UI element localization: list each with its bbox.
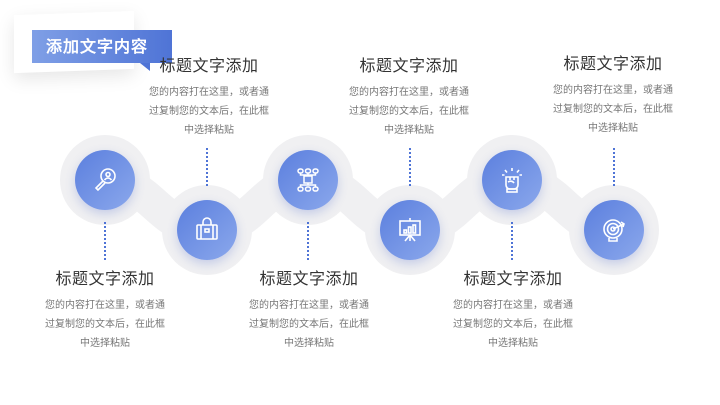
step-text-2: 标题文字添加 您的内容打在这里，或者通 过复制您的文本后，在此框 中选择粘贴: [134, 55, 284, 140]
step-heading[interactable]: 标题文字添加: [563, 54, 663, 73]
step-heading[interactable]: 标题文字添加: [55, 269, 155, 288]
step-heading[interactable]: 标题文字添加: [463, 269, 563, 288]
target-icon: [603, 219, 625, 242]
body-line: 中选择粘贴: [184, 125, 234, 136]
connector-dots: [206, 148, 210, 186]
body-line: 过复制您的文本后，在此框: [149, 106, 269, 117]
body-line: 过复制您的文本后，在此框: [453, 319, 573, 330]
body-line: 您的内容打在这里，或者通: [249, 300, 369, 311]
step-node-6[interactable]: [584, 200, 644, 260]
briefcase-icon: [196, 217, 218, 240]
body-line: 过复制您的文本后，在此框: [553, 104, 673, 115]
step-heading[interactable]: 标题文字添加: [359, 56, 459, 75]
body-line: 您的内容打在这里，或者通: [553, 85, 673, 96]
step-node-2[interactable]: [177, 200, 237, 260]
connector-dots: [613, 148, 617, 186]
connector-dots: [307, 222, 311, 260]
connector-dots: [409, 148, 413, 186]
step-node-3[interactable]: [278, 150, 338, 210]
body-line: 过复制您的文本后，在此框: [349, 106, 469, 117]
step-text-5: 标题文字添加 您的内容打在这里，或者通 过复制您的文本后，在此框 中选择粘贴: [438, 268, 588, 353]
step-node-5[interactable]: [482, 150, 542, 210]
connector-dots: [104, 222, 108, 260]
body-line: 过复制您的文本后，在此框: [45, 319, 165, 330]
step-node-4[interactable]: [380, 200, 440, 260]
body-line: 中选择粘贴: [284, 338, 334, 349]
body-line: 您的内容打在这里，或者通: [149, 87, 269, 98]
step-text-4: 标题文字添加 您的内容打在这里，或者通 过复制您的文本后，在此框 中选择粘贴: [334, 55, 484, 140]
step-body[interactable]: 您的内容打在这里，或者通 过复制您的文本后，在此框 中选择粘贴: [438, 296, 588, 353]
step-node-1[interactable]: [75, 150, 135, 210]
body-line: 您的内容打在这里，或者通: [453, 300, 573, 311]
body-line: 中选择粘贴: [80, 338, 130, 349]
step-text-1: 标题文字添加 您的内容打在这里，或者通 过复制您的文本后，在此框 中选择粘贴: [30, 268, 180, 353]
step-body[interactable]: 您的内容打在这里，或者通 过复制您的文本后，在此框 中选择粘贴: [234, 296, 384, 353]
step-body[interactable]: 您的内容打在这里，或者通 过复制您的文本后，在此框 中选择粘贴: [30, 296, 180, 353]
presentation-chart-icon: [399, 218, 421, 242]
step-heading[interactable]: 标题文字添加: [259, 269, 359, 288]
body-line: 中选择粘贴: [488, 338, 538, 349]
step-body[interactable]: 您的内容打在这里，或者通 过复制您的文本后，在此框 中选择粘贴: [134, 83, 284, 140]
fist-power-icon: [502, 168, 522, 193]
step-body[interactable]: 您的内容打在这里，或者通 过复制您的文本后，在此框 中选择粘贴: [538, 81, 688, 138]
step-body[interactable]: 您的内容打在这里，或者通 过复制您的文本后，在此框 中选择粘贴: [334, 83, 484, 140]
step-text-3: 标题文字添加 您的内容打在这里，或者通 过复制您的文本后，在此框 中选择粘贴: [234, 268, 384, 353]
body-line: 中选择粘贴: [384, 125, 434, 136]
slide-title[interactable]: 添加文字内容: [32, 30, 172, 71]
hierarchy-icon: [297, 168, 319, 192]
user-search-icon: [94, 168, 116, 192]
body-line: 过复制您的文本后，在此框: [249, 319, 369, 330]
step-text-6: 标题文字添加 您的内容打在这里，或者通 过复制您的文本后，在此框 中选择粘贴: [538, 53, 688, 138]
connector-dots: [511, 222, 515, 260]
body-line: 中选择粘贴: [588, 123, 638, 134]
body-line: 您的内容打在这里，或者通: [349, 87, 469, 98]
step-heading[interactable]: 标题文字添加: [159, 56, 259, 75]
body-line: 您的内容打在这里，或者通: [45, 300, 165, 311]
